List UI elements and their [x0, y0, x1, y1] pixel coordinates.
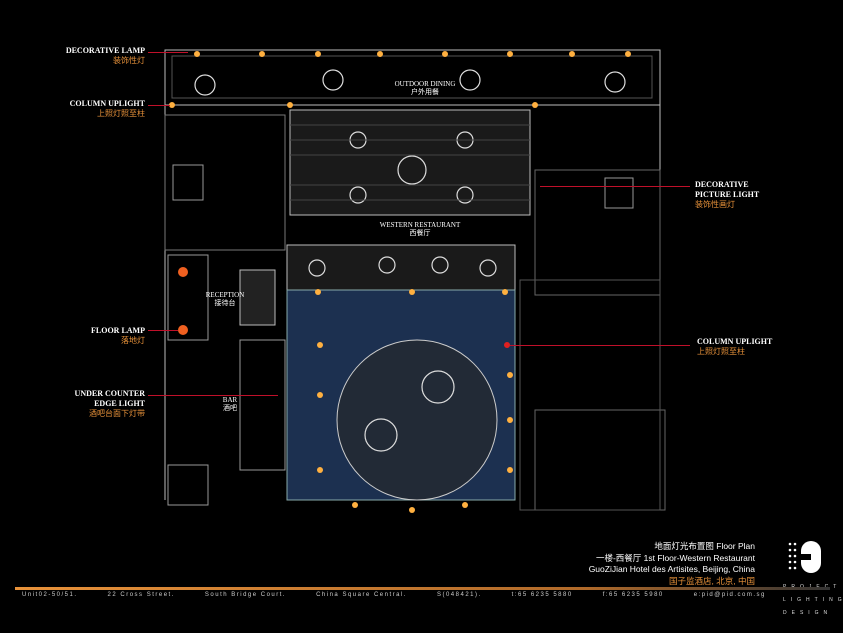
callout-en: FLOOR LAMP: [91, 326, 145, 335]
callout-zh: 上照灯照至柱: [97, 109, 145, 118]
callout-column-uplight-right: COLUMN UPLIGHT 上照灯照至柱: [697, 337, 817, 357]
callout-column-uplight-left: COLUMN UPLIGHT 上照灯照至柱: [20, 99, 145, 119]
callout-zh: 装饰性灯: [113, 56, 145, 65]
round-dining-platform: [336, 339, 498, 501]
logo-mark: [788, 541, 821, 573]
room-zh: 户外用餐: [411, 88, 439, 96]
leader-line: [510, 345, 690, 346]
room-zh: 酒吧: [223, 404, 237, 412]
callout-zh: 上照灯照至柱: [697, 347, 745, 356]
title-line: 地面灯光布置图 Floor Plan: [654, 541, 755, 551]
room-en: OUTDOOR DINING: [394, 80, 456, 88]
footer-item: f:65 6235 5980: [602, 592, 664, 598]
callout-under-counter: UNDER COUNTER EDGE LIGHT 酒吧台面下灯带: [20, 389, 145, 419]
room-en: BAR: [222, 396, 238, 404]
footer-item: S(048421).: [436, 592, 482, 598]
reception-desk: [239, 269, 276, 326]
footer-item: 22 Cross Street.: [107, 592, 175, 598]
western-restaurant-area: [289, 109, 531, 216]
callout-en: PICTURE LIGHT: [695, 190, 760, 199]
title-line: 国子监酒店, 北京, 中国: [669, 575, 755, 586]
room-zh: 接待台: [214, 299, 236, 307]
light-fixtures: [169, 51, 631, 513]
callout-floor-lamp: FLOOR LAMP 落地灯: [20, 326, 145, 346]
title-block: 地面灯光布置图 Floor Plan 一楼-西餐厅 1st Floor-West…: [589, 541, 755, 587]
room-en: WESTERN RESTAURANT: [379, 221, 461, 229]
logo-text: LIGHTING: [783, 597, 843, 603]
footer-item: Unit02-50/51.: [22, 592, 78, 598]
footer-item: South Bridge Court.: [204, 592, 287, 598]
callout-decorative-picture: DECORATIVE PICTURE LIGHT 装饰性画灯: [695, 180, 815, 210]
callout-decorative-lamp: DECORATIVE LAMP 装饰性灯: [20, 46, 145, 66]
footer-item: t:65 6235 5880: [511, 592, 573, 598]
footer-item: China Square Central.: [316, 592, 407, 598]
callout-zh: 装饰性画灯: [695, 200, 735, 209]
outdoor-dining-area: [164, 49, 661, 106]
room-zh: 西餐厅: [409, 229, 431, 237]
callout-en: UNDER COUNTER: [74, 389, 145, 398]
leader-line: [148, 52, 188, 53]
leader-line: [148, 105, 170, 106]
bar-counter: [239, 339, 286, 471]
callout-en: EDGE LIGHT: [94, 399, 145, 408]
callout-zh: 酒吧台面下灯带: [89, 409, 145, 418]
title-line: GuoZiJian Hotel des Artisites, Beijing, …: [588, 564, 755, 574]
logo-text: DESIGN: [783, 610, 833, 616]
callout-en: DECORATIVE LAMP: [65, 46, 145, 55]
footer-item: e:pid@pid.com.sg: [693, 592, 766, 598]
footer-contact: Unit02-50/51. 22 Cross Street. South Bri…: [22, 592, 822, 598]
restrooms: [534, 409, 666, 511]
room-en: RECEPTION: [205, 291, 245, 299]
callout-en: DECORATIVE: [695, 180, 749, 189]
callout-en: COLUMN UPLIGHT: [69, 99, 145, 108]
leader-line: [148, 330, 178, 331]
pld-logo: PROJECT LIGHTING DESIGN: [783, 540, 842, 620]
leader-line: [148, 395, 278, 396]
leader-line: [540, 186, 690, 187]
callout-en: COLUMN UPLIGHT: [697, 337, 773, 346]
footer-divider: [15, 587, 830, 590]
callout-zh: 落地灯: [121, 336, 145, 345]
title-line: 一楼-西餐厅 1st Floor-Western Restaurant: [595, 552, 755, 563]
